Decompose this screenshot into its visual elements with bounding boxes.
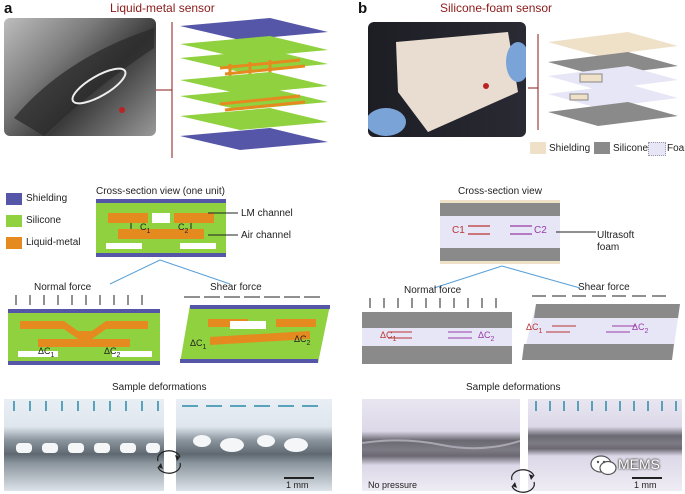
c2-foam-label: C2 [534,225,547,236]
no-pressure-label: No pressure [368,480,418,490]
air-channel-label: Air channel [241,230,292,241]
panel-a-swap-arrows-icon [157,450,181,474]
panel-b-normal-dc1-label: ΔC1 [380,330,397,343]
c1-foam-label: C1 [452,225,465,236]
panel-b-shear-dc1-label: ΔC1 [526,322,543,335]
panel-a-normal-force-label: Normal force [34,282,92,293]
panel-a-shear-force-diagram [180,296,330,363]
panel-a-normal-deformation-photo [4,399,164,491]
panel-a-sample-deformations-label: Sample deformations [112,382,207,393]
silicone-foam-sensor-photo [368,22,526,137]
panel-b-scale-bar-label: 1 mm [634,480,657,490]
panel-b-title: Silicone-foam sensor [440,1,553,15]
panel-b-sample-deformations-label: Sample deformations [466,382,561,393]
panel-a-shear-dc1-label: ΔC1 [190,338,207,351]
panel-b-cross-section-diagram [440,200,560,264]
panel-b-legend-swatch-silicone [594,142,610,154]
panel-b-exploded-layers [528,32,678,130]
panel-a-leader-lines [208,212,238,236]
panel-b-legend-label-foam: Foam [667,143,685,154]
panel-a-title: Liquid-metal sensor [110,1,215,15]
watermark-text: MEMS [618,456,660,472]
panel-a-shear-force-label: Shear force [210,282,262,293]
liquid-metal-sensor-photo [4,18,156,136]
panel-b-branch-arrows [433,265,581,289]
panel-b-legend-swatch-foam [648,142,666,156]
panel-b-leader-line [556,231,596,233]
legend-label-liquid-metal: Liquid-metal [26,237,81,248]
panel-b-shear-dc2-label: ΔC2 [632,322,649,335]
ultrasoft-foam-label: Ultrasoft foam [597,230,635,253]
panel-a-letter: a [4,0,13,17]
legend-swatch-silicone [6,215,22,227]
panel-b-cross-section-title: Cross-section view [458,186,542,197]
panel-a-shear-deformation-photo [176,399,332,491]
panel-b-shear-force-label: Shear force [578,282,630,293]
panel-a-scale-bar [284,477,314,479]
panel-a-normal-force-diagram [8,295,160,365]
panel-a-shear-dc2-label: ΔC2 [294,334,311,347]
panel-b-normal-force-diagram [362,298,512,364]
panel-b-legend-swatch-shielding [530,142,546,154]
panel-a-cross-section-title: Cross-section view (one unit) [96,186,225,197]
legend-label-silicone: Silicone [26,215,62,226]
legend-label-shielding: Shielding [26,193,68,204]
legend-swatch-liquid-metal [6,237,22,249]
panel-a-branch-arrows [109,259,231,285]
wechat-logo-icon [590,455,617,476]
panel-a-scale-bar-label: 1 mm [286,480,309,490]
c2-label: C2 [178,222,189,235]
panel-b-scale-bar [632,477,662,479]
panel-a-normal-dc2-label: ΔC2 [104,346,121,359]
panel-b-legend-label-silicone: Silicone [613,143,649,154]
panel-b-swap-arrows-icon [511,469,535,493]
panel-a-normal-dc1-label: ΔC1 [38,346,55,359]
lm-channel-label: LM channel [241,208,293,219]
panel-b-normal-force-label: Normal force [404,285,462,296]
panel-b-letter: b [358,0,368,17]
panel-b-shear-force-diagram [522,295,680,360]
sensor-sheet-graphic [14,28,154,136]
c1-label: C1 [140,222,151,235]
panel-a-cross-section-diagram [96,199,226,257]
panel-b-legend-label-shielding: Shielding [549,143,591,154]
panel-b-normal-deformation-photo [528,399,682,491]
panel-a-exploded-layers [156,18,328,158]
legend-swatch-shielding [6,193,22,205]
panel-b-normal-dc2-label: ΔC2 [478,330,495,343]
panel-b-no-pressure-photo [362,399,520,491]
